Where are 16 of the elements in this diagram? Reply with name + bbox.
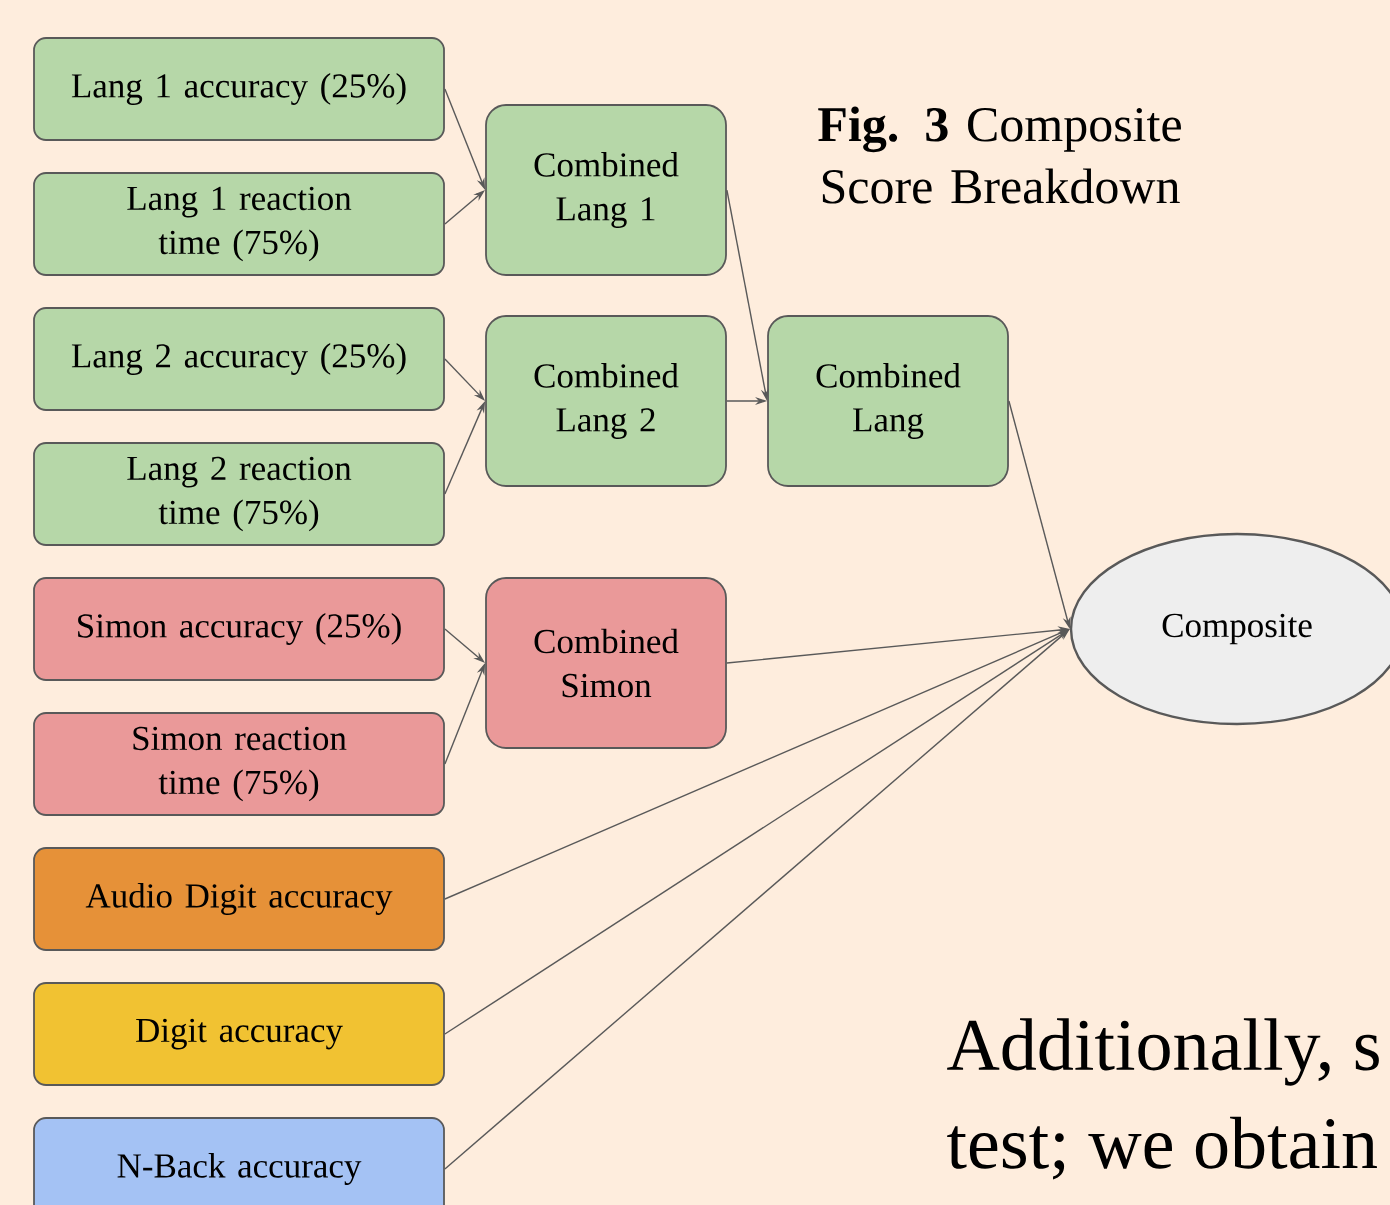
metric-box: Simon reaction time (75%) [33, 712, 445, 816]
body-text: Additionally, s [947, 1018, 1379, 1086]
metric-box: N-Back accuracy [33, 1117, 445, 1205]
metric-box: Lang 1 accuracy (25%) [33, 37, 445, 141]
metric-box: Lang 2 accuracy (25%) [33, 307, 445, 411]
combined-box: Combined Lang 2 [485, 315, 727, 487]
metric-box: Digit accuracy [33, 982, 445, 1086]
metric-box: Lang 2 reaction time (75%) [33, 442, 445, 546]
figure-title: Fig. 3 Composite Score Breakdown [818, 106, 1181, 204]
metric-box: Simon accuracy (25%) [33, 577, 445, 681]
combined-box: Combined Lang [767, 315, 1009, 487]
combined-box: Combined Simon [485, 577, 727, 749]
metric-box: Lang 1 reaction time (75%) [33, 172, 445, 276]
body-text: test; we obtain [947, 1116, 1377, 1180]
metric-box: Audio Digit accuracy [33, 847, 445, 951]
combined-box: Combined Lang 1 [485, 104, 727, 276]
